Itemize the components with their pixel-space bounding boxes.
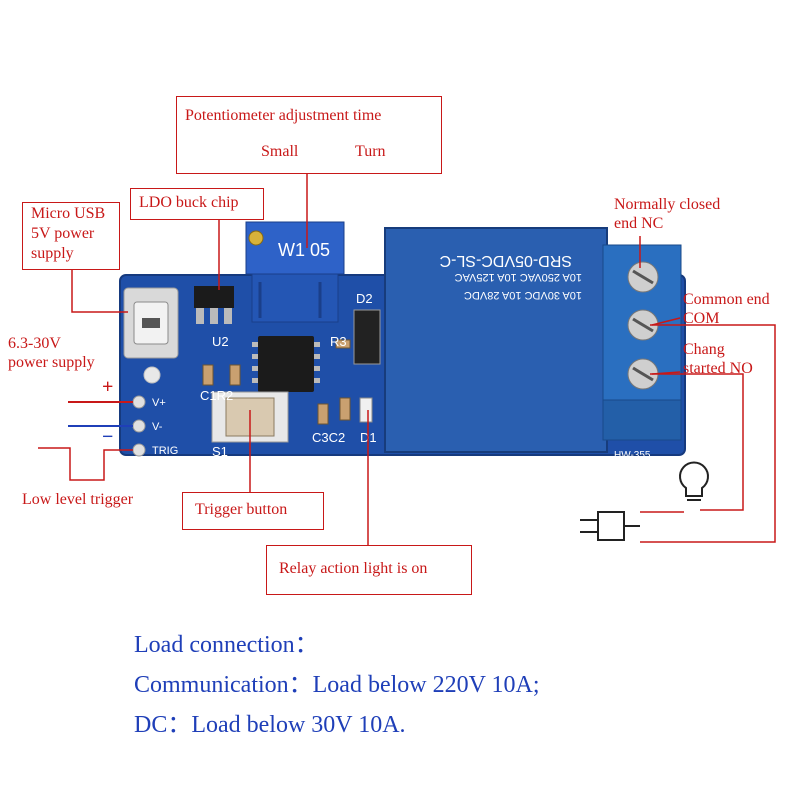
mounting-hole [143,366,161,384]
load-wiring [640,324,776,543]
bulb-icon [679,461,709,501]
micro-usb-port [123,287,179,359]
no-label-1: Chang [683,341,725,358]
potentiometer-callout: Potentiometer adjustment time Small Turn [176,96,442,174]
potentiometer [245,221,345,323]
relay-body [384,227,608,453]
trigger-button-callout: Trigger button [182,492,324,530]
minus-sign: − [102,426,114,448]
pot-marking: W1 05 [278,240,330,260]
micro-usb-line3: supply [31,245,74,262]
plus-sign: + [102,376,114,398]
turn-label: Turn [355,143,386,160]
ref-u2: U2 [212,334,229,349]
low-level-trigger-label: Low level trigger [22,491,134,508]
micro-usb-callout: Micro USB 5V power supply [22,202,120,270]
pin-vminus: V- [152,421,163,433]
ref-r3: R3 [330,334,347,349]
relay-light-callout: Relay action light is on [266,545,472,595]
wire-trig [38,447,133,481]
power-label-1: 6.3-30V [8,335,61,352]
com-label-2: COM [683,310,720,327]
ldo-chip [194,286,234,324]
timer-ic [252,336,320,392]
ldo-label: LDO buck chip [139,194,239,211]
relay-marking-3: 10A 30VDC 10A 28VDC [464,289,582,301]
ref-d2: D2 [356,291,373,306]
trigger-button-label: Trigger button [195,501,288,518]
load-connection-heading: Load connection： [134,632,319,658]
communication-load-note: Communication：Load below 220V 10A; [134,672,540,698]
pin-trig: TRIG [152,445,178,457]
smd-components [202,339,351,425]
nc-label-1: Normally closed [614,196,721,213]
pin-pads [132,395,146,457]
callout-lines [71,172,681,545]
relay-led [359,397,373,423]
diode-d2 [353,309,381,365]
ref-s1: S1 [212,444,228,459]
screw-slots [632,269,654,382]
ldo-callout: LDO buck chip [130,188,264,220]
relay-light-label: Relay action light is on [279,560,428,577]
ref-c1r2: C1R2 [200,388,233,403]
ref-c3c2: C3C2 [312,430,345,445]
com-label-1: Common end [683,291,770,308]
model-marking: HW-355 [614,450,651,461]
nc-label-2: end NC [614,215,664,232]
micro-usb-line2: 5V power [31,225,95,242]
relay-marking-2: 10A 250VAC 10A 125VAC [455,271,582,283]
plug-icon [580,511,640,541]
pin-vplus: V+ [152,397,166,409]
terminal-block [602,244,682,441]
power-label-2: power supply [8,354,95,371]
no-label-2: started NO [683,360,753,377]
small-label: Small [261,143,299,160]
potentiometer-title: Potentiometer adjustment time [185,107,382,124]
relay-marking-1: SRD-05VDC-SL-C [440,252,572,269]
dc-load-note: DC：Load below 30V 10A. [134,712,406,738]
micro-usb-line1: Micro USB [31,205,106,222]
